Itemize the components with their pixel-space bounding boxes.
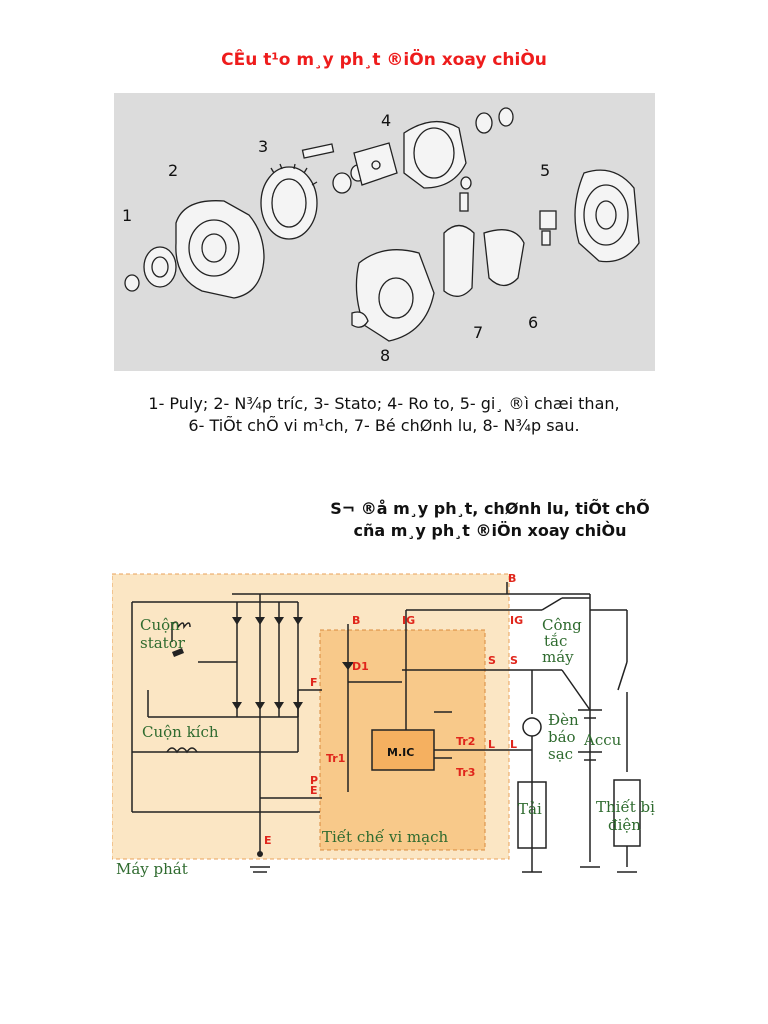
load-label: Tải — [518, 800, 542, 818]
page-title: CÊu t¹o m¸y ph¸t ®iÖn xoay chiÒu — [221, 50, 547, 70]
stator-label-line1: Cuộn — [140, 616, 180, 634]
terminal-ig-output: IG — [510, 614, 523, 627]
charge-lamp-label-line1: Đèn — [548, 711, 579, 729]
mic-label: M.IC — [387, 746, 414, 759]
terminal-e-generator: E — [264, 834, 272, 847]
switch-label-line2: tắc — [544, 632, 567, 650]
terminal-e-regulator: E — [310, 784, 318, 797]
stator-label-line2: stator — [140, 634, 186, 652]
circuit-title-line-2: cña m¸y ph¸t ®iÖn xoay chiÒu — [353, 521, 627, 540]
circuit-title: S¬ ®å m¸y ph¸t, chØnh lu, tiÕt chÕ cña m… — [290, 498, 690, 542]
diode-d1-label: D1 — [352, 660, 369, 673]
caption-line-1: 1- Puly; 2- N¾p tríc, 3- Stato; 4- Ro to… — [148, 394, 620, 413]
device-label-line2: điện — [608, 816, 641, 834]
generator-label: Máy phát — [116, 860, 188, 878]
terminal-s-regulator: S — [488, 654, 496, 667]
switch-label-line3: máy — [542, 648, 574, 666]
figure-caption: 1- Puly; 2- N¾p tríc, 3- Stato; 4- Ro to… — [0, 393, 768, 437]
part-number-8: 8 — [380, 346, 391, 365]
transistor-tr1-label: Tr1 — [326, 752, 345, 765]
circuit-title-line-1: S¬ ®å m¸y ph¸t, chØnh lu, tiÕt chÕ — [330, 499, 650, 518]
part-number-5: 5 — [540, 161, 551, 180]
part-number-4: 4 — [381, 111, 392, 130]
regulator-label: Tiết chế vi mạch — [322, 828, 448, 846]
field-coil-label: Cuộn kích — [142, 723, 219, 741]
part-number-7: 7 — [473, 323, 484, 342]
alternator-circuit-diagram: B B IG IG S S L L F P E E D1 M.IC Tr1 Tr… — [112, 572, 655, 878]
charge-lamp-label-line3: sạc — [548, 745, 573, 763]
terminal-ig-regulator: IG — [402, 614, 415, 627]
transistor-tr2-label: Tr2 — [456, 735, 475, 748]
alternator-exploded-view: 1 2 3 4 5 6 7 8 — [114, 93, 655, 371]
charge-lamp-label-line2: báo — [548, 728, 576, 746]
battery-label: Accu — [583, 731, 622, 749]
part-number-6: 6 — [528, 313, 539, 332]
terminal-b-regulator: B — [352, 614, 360, 627]
part-number-1: 1 — [122, 206, 133, 225]
alternator-parts-drawing — [124, 107, 640, 342]
caption-line-2: 6- TiÕt chÕ vi m¹ch, 7- Bé chØnh lu, 8- … — [188, 416, 580, 435]
terminal-l-regulator: L — [488, 738, 495, 751]
terminal-b-output: B — [508, 572, 516, 585]
terminal-f: F — [310, 676, 318, 689]
part-number-2: 2 — [168, 161, 179, 180]
terminal-l-output: L — [510, 738, 517, 751]
transistor-tr3-label: Tr3 — [456, 766, 475, 779]
switch-label-line1: Công — [542, 616, 582, 634]
device-label-line1: Thiết bị — [596, 798, 655, 816]
terminal-p: P — [310, 774, 318, 787]
terminal-s-output: S — [510, 654, 518, 667]
part-number-3: 3 — [258, 137, 269, 156]
